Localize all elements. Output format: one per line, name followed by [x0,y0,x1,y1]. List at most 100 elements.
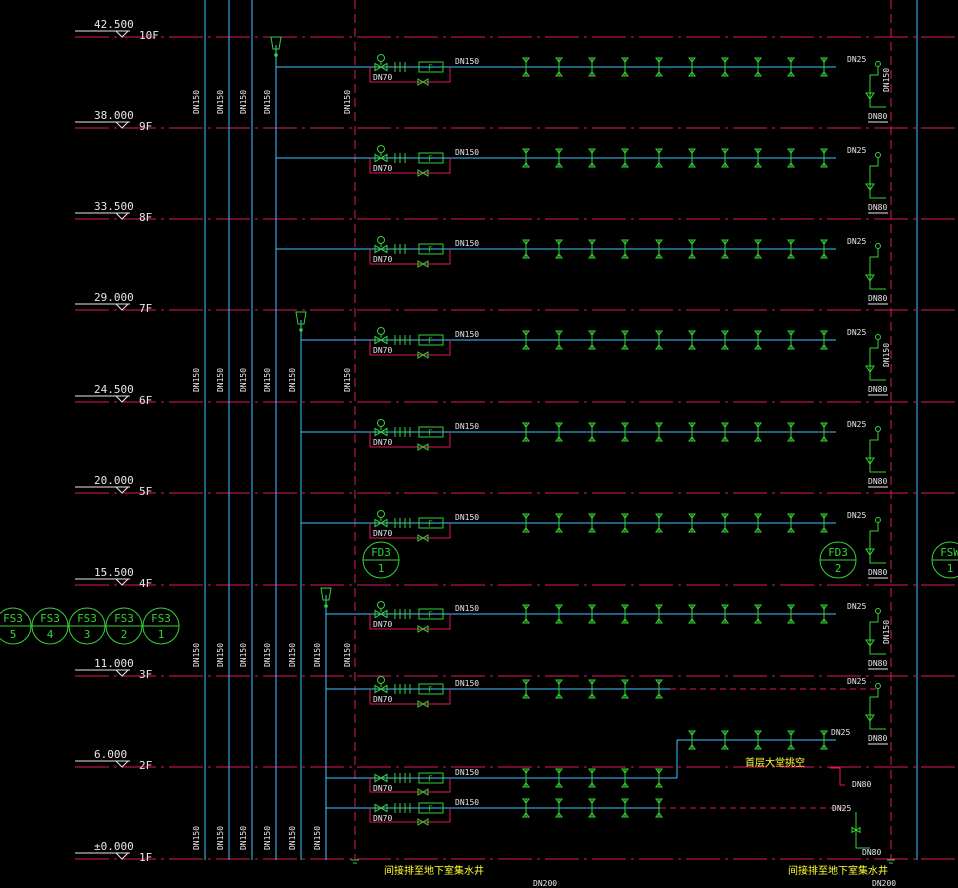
drain-valve-icon [865,714,875,722]
sprinkler-head-up-icon [588,604,596,610]
sprinkler-head-up-icon [555,330,563,336]
riser-size-label: DN150 [313,643,322,667]
floor-name: 7F [139,302,152,315]
sprinkler-head-up-icon [721,330,729,336]
vent-node-icon [274,53,278,57]
sprinkler-head-up-icon [754,57,762,63]
sprinkler-head-down-icon [655,812,663,818]
end-test-icon [875,426,881,432]
bypass-pipe [369,340,451,356]
sprinkler-head-up-icon [522,148,530,154]
sprinkler-head-down-icon [522,812,530,818]
riser-size-label: DN150 [239,90,248,114]
flow-switch-box [418,426,444,438]
drain-pipe [869,340,886,381]
flow-switch-box [418,152,444,164]
sprinkler-head-up-icon [721,422,729,428]
sprinkler-head-down-icon [655,162,663,168]
sprinkler-head-down-icon [588,253,596,259]
branch-end-label: DN25 [831,728,850,737]
sprinkler-head-up-icon [754,730,762,736]
flow-switch-label: F [428,686,433,695]
level-triangle-icon [115,669,129,677]
sprinkler-head-up-icon [588,513,596,519]
sprinkler-head-down-icon [555,162,563,168]
end-test-icon [875,61,881,67]
branch-end-label: DN25 [847,677,866,686]
sprinkler-head-down-icon [588,71,596,77]
sprinkler-head-up-icon [522,422,530,428]
sprinkler-head-down-icon [555,693,563,699]
sprinkler-head-up-icon [721,730,729,736]
sprinkler-head-down-icon [787,344,795,350]
sprinkler-head-up-icon [655,422,663,428]
level-triangle-icon [115,212,129,220]
sprinkler-head-down-icon [588,162,596,168]
sprinkler-head-down-icon [754,744,762,750]
sprinkler-head-up-icon [787,513,795,519]
sprinkler-head-up-icon [522,513,530,519]
gate-valve-icon [374,244,388,254]
sprinkler-head-up-icon [621,604,629,610]
branch-main-label: DN150 [455,148,479,157]
floor-level-marks: 42.50010F38.0009F33.5008F29.0007F24.5006… [75,18,159,864]
branch-end-label: DN25 [847,511,866,520]
gate-valve-icon [374,153,388,163]
sprinkler-head-up-icon [522,57,530,63]
sprinkler-head-up-icon [787,422,795,428]
sprinkler-head-up-icon [555,148,563,154]
sprinkler-head-up-icon [820,604,828,610]
sprinkler-head-up-icon [787,57,795,63]
sprinkler-head-down-icon [721,527,729,533]
sprinkler-head-down-icon [688,527,696,533]
sprinkler-head-down-icon [655,436,663,442]
sprinkler-head-up-icon [787,730,795,736]
branch-inlet-label: DN70 [373,73,392,82]
gate-valve-icon [417,443,429,451]
riser-size-label: DN150 [239,368,248,392]
bypass-pipe [369,523,451,539]
sprinkler-head-up-icon [588,239,596,245]
sprinkler-head-up-icon [820,330,828,336]
sprinkler-head-up-icon [522,768,530,774]
level-triangle-icon [115,30,129,38]
riser-size-label: DN150 [239,826,248,850]
floor-elevation: 6.000 [94,748,127,761]
bubble-top-text: FS3 [40,612,60,625]
riser-size-label: DN150 [263,826,272,850]
bubble-bottom-text: 1 [947,562,954,575]
sprinkler-head-up-icon [522,679,530,685]
sprinkler-head-down-icon [688,162,696,168]
riser-size-label: DN150 [263,368,272,392]
bubble-bottom-text: 2 [835,562,842,575]
floor-elevation: 15.500 [94,566,134,579]
sprinkler-head-down-icon [688,71,696,77]
pressure-gauge-icon [377,54,385,62]
sprinkler-head-up-icon [721,513,729,519]
sprinkler-head-down-icon [820,162,828,168]
sprinkler-head-down-icon [555,812,563,818]
sprinkler-head-down-icon [754,436,762,442]
sprinkler-head-down-icon [522,782,530,788]
vertical-dash-lines [354,0,892,860]
riser-size-label: DN150 [216,643,225,667]
riser-size-label: DN150 [288,368,297,392]
gate-valve-icon [374,518,388,528]
sprinkler-head-up-icon [787,604,795,610]
bubble-bottom-text: 1 [158,628,165,641]
sprinkler-head-up-icon [721,604,729,610]
sprinkler-head-up-icon [820,148,828,154]
drain-size-label: DN80 [868,385,887,394]
branch-inlet-label: DN70 [373,620,392,629]
riser-size-label: DN150 [216,826,225,850]
drain-size-label: DN80 [868,294,887,303]
